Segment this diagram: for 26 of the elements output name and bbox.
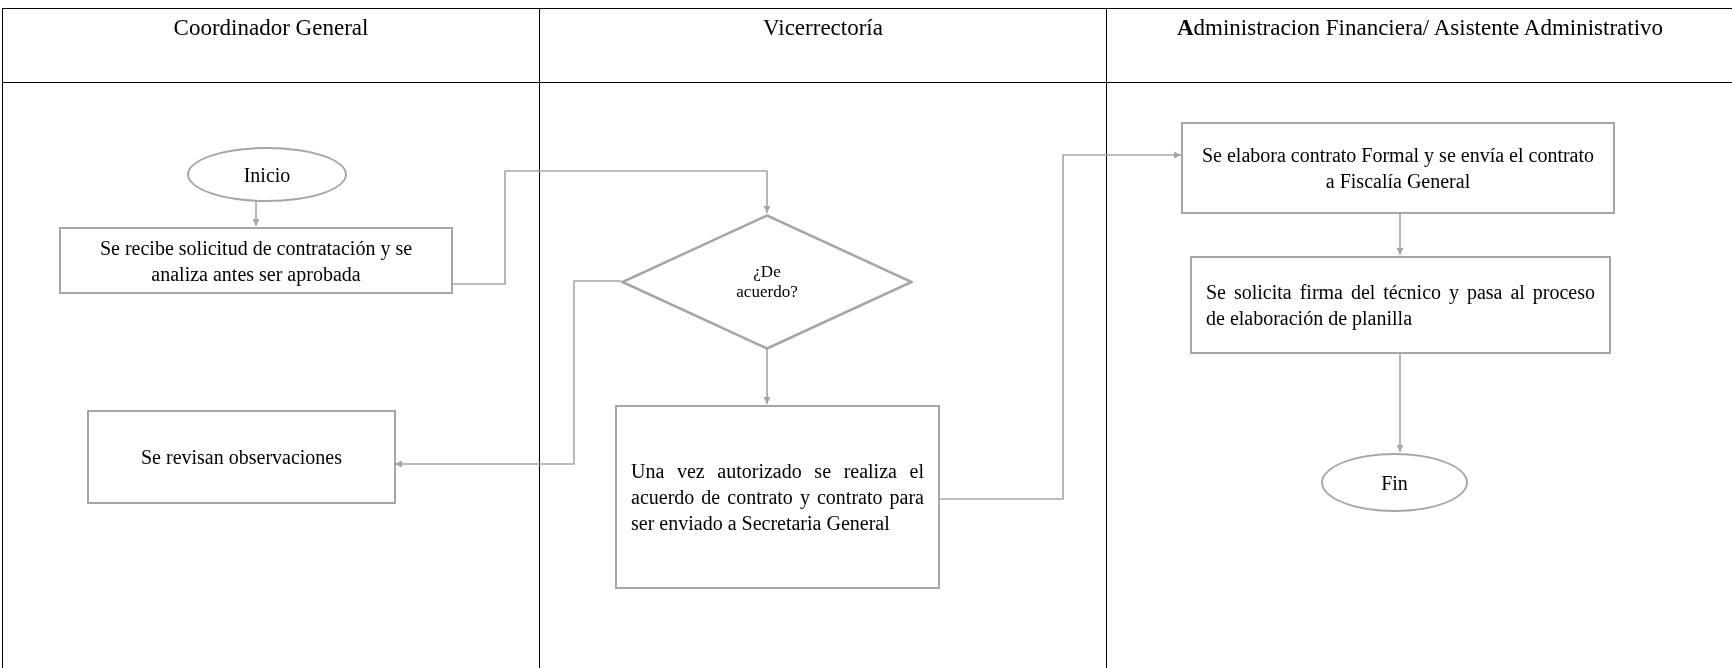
node-text: Se solicita firma del técnico y pasa al proceso de elaboración de planilla: [1206, 280, 1595, 331]
node-text: Se elabora contrato Formal y se envía el contrato a Fiscalía General: [1200, 143, 1596, 194]
arrow: [451, 170, 771, 285]
swimlane: [2, 8, 540, 668]
node-text: Se recibe solicitud de contratación y se analiza antes ser aprobada: [98, 235, 414, 287]
process-box: [615, 405, 940, 589]
process-box: [1190, 256, 1611, 354]
node-text: Fin: [1381, 470, 1408, 496]
process-box: [87, 410, 396, 504]
arrow: [939, 151, 1182, 500]
arrow: [1396, 352, 1404, 453]
lane-header: Coordinador General: [3, 9, 539, 83]
process-box: [1181, 122, 1615, 214]
arrow: [394, 280, 622, 468]
node-text: Una vez autorizado se realiza el acuerdo de contrato y contrato para ser enviado a Secretaria General: [631, 459, 924, 536]
node-text: ¿De acuerdo?: [735, 262, 799, 302]
node-text: Inicio: [243, 162, 291, 188]
process-box: [59, 227, 453, 294]
lane-header: Vicerrectoría: [540, 9, 1106, 83]
lane-header: Administracion Financiera/ Asistente Administrativo: [1107, 9, 1732, 83]
node-text: Se revisan observaciones: [140, 445, 342, 470]
arrow: [1396, 212, 1404, 256]
arrow: [252, 200, 260, 227]
decision-diamond: [621, 214, 913, 350]
swimlane: [540, 8, 1107, 668]
arrow: [763, 348, 771, 405]
